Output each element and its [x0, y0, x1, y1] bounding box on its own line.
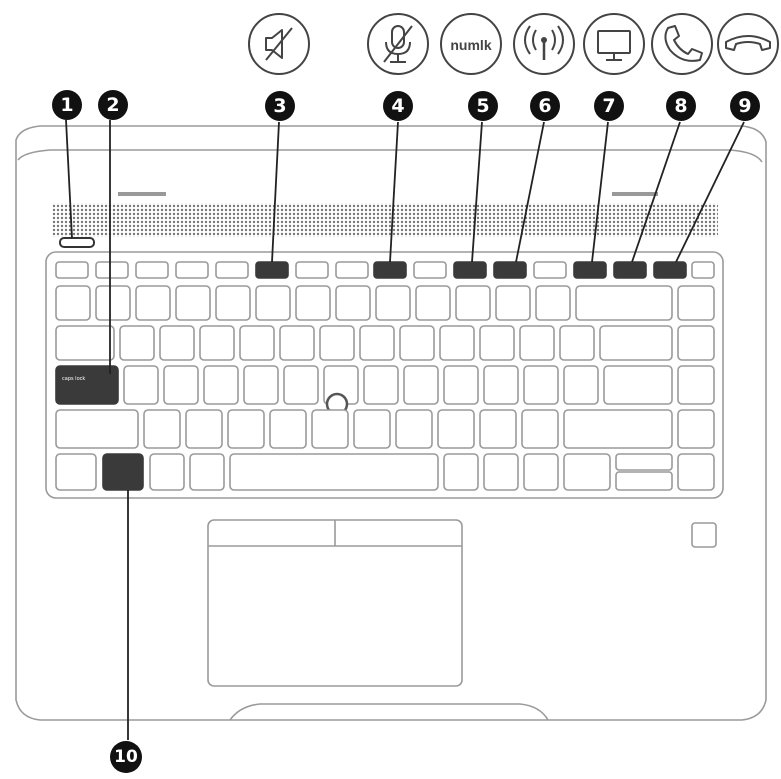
callout-9: 9: [730, 91, 760, 121]
airplane-mode-key[interactable]: [493, 261, 527, 279]
mute-key[interactable]: [255, 261, 289, 279]
microphone-mute-icon: [367, 13, 429, 75]
display-switch-key[interactable]: [573, 261, 607, 279]
callout-7: 7: [594, 91, 624, 121]
phone-answer-icon: [651, 13, 713, 75]
svg-text:caps lock: caps lock: [62, 376, 85, 382]
callout-2: 2: [98, 90, 128, 120]
svg-text:8: 8: [674, 95, 687, 117]
svg-text:3: 3: [273, 95, 286, 117]
call-end-key[interactable]: [653, 261, 687, 279]
callout-10: 10: [110, 741, 142, 773]
mic-mute-key[interactable]: [373, 261, 407, 279]
speaker-grille: [52, 192, 718, 237]
svg-text:2: 2: [106, 94, 119, 116]
phone-hangup-icon: [717, 13, 779, 75]
touchpad[interactable]: [207, 519, 463, 687]
svg-text:numlk: numlk: [450, 37, 491, 53]
callout-8: 8: [666, 91, 696, 121]
bottom-key-row: [55, 453, 715, 491]
callout-5: 5: [468, 91, 498, 121]
svg-text:6: 6: [538, 95, 551, 117]
caps-lock-key[interactable]: [55, 365, 119, 405]
svg-text:9: 9: [738, 95, 751, 117]
shift-key-row: [55, 409, 715, 449]
callout-lines: [65, 119, 745, 740]
svg-text:4: 4: [391, 95, 404, 117]
numlock-key[interactable]: [453, 261, 487, 279]
call-answer-key[interactable]: [613, 261, 647, 279]
fn-key[interactable]: [102, 453, 144, 491]
spacebar[interactable]: [229, 453, 439, 491]
function-key-row: [55, 261, 715, 279]
callout-4: 4: [383, 91, 413, 121]
numlock-icon: numlk: [440, 13, 502, 75]
laptop-chassis: [15, 125, 767, 721]
callout-3: 3: [265, 91, 295, 121]
power-button[interactable]: [59, 237, 95, 248]
svg-text:10: 10: [114, 747, 138, 767]
callout-1: 1: [52, 90, 82, 120]
svg-text:5: 5: [476, 95, 489, 117]
home-key-row: caps lock: [55, 365, 715, 405]
number-key-row: [55, 285, 715, 321]
speaker-mute-icon: [248, 13, 310, 75]
callout-6: 6: [530, 91, 560, 121]
wireless-antenna-icon: [513, 13, 575, 75]
monitor-icon: [583, 13, 645, 75]
svg-text:1: 1: [60, 94, 73, 116]
keyboard-frame: [45, 251, 724, 499]
fingerprint-reader[interactable]: [691, 522, 717, 548]
qwerty-key-row: [55, 325, 715, 361]
svg-text:7: 7: [602, 95, 615, 117]
